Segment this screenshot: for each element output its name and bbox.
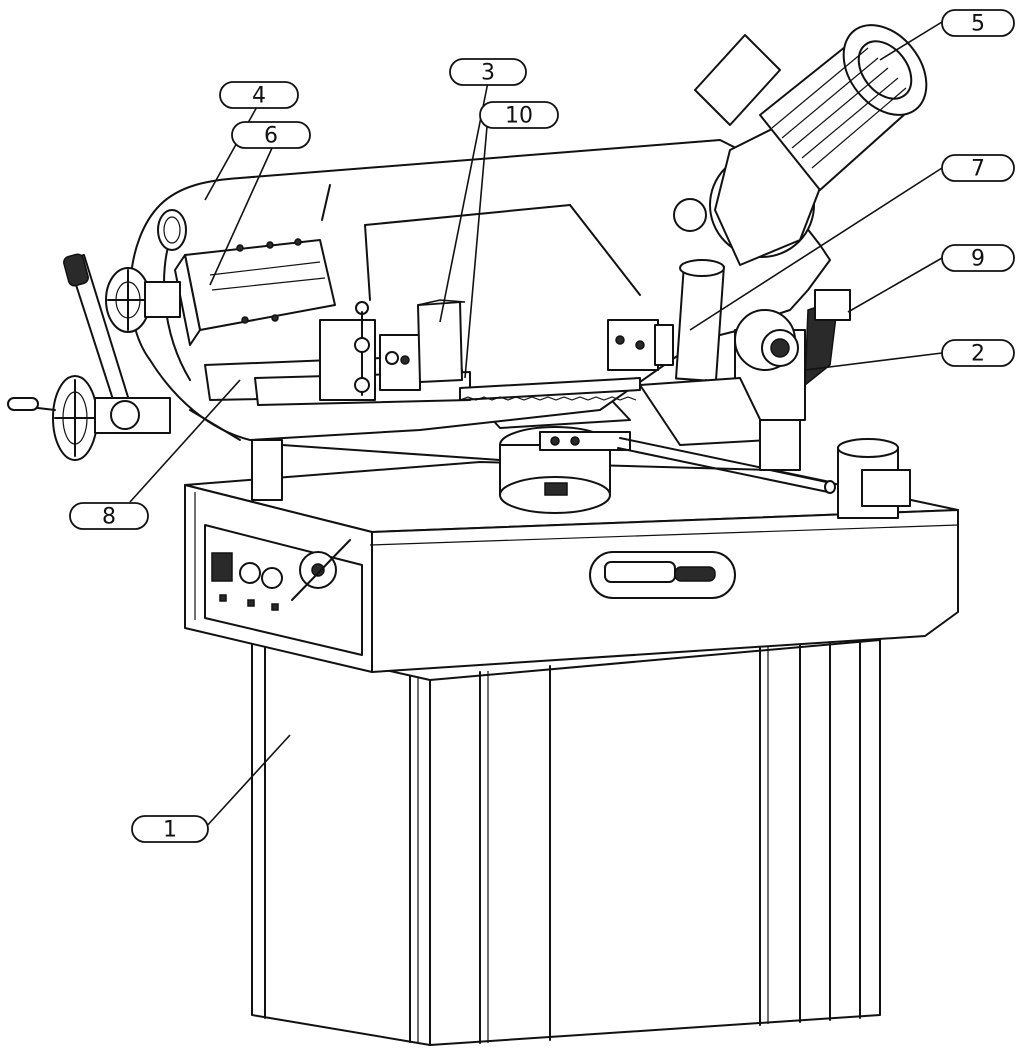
svg-text:1: 1 xyxy=(163,818,177,843)
leader-8 xyxy=(129,379,241,503)
leader-7 xyxy=(689,167,943,331)
svg-text:7: 7 xyxy=(971,157,985,182)
svg-text:3: 3 xyxy=(481,61,495,86)
leader-lines xyxy=(129,21,943,829)
callout-7: 7 xyxy=(941,154,1015,182)
leader-10 xyxy=(464,114,489,379)
callout-9: 9 xyxy=(941,244,1015,272)
saw-blade xyxy=(459,377,641,401)
guide-block xyxy=(319,301,421,401)
svg-text:9: 9 xyxy=(971,247,985,272)
callout-6: 6 xyxy=(231,121,311,149)
callout-2: 2 xyxy=(941,339,1015,367)
control-panel xyxy=(204,524,363,656)
pivot-assembly xyxy=(639,309,806,471)
callout-8: 8 xyxy=(69,502,149,530)
callout-10: 10 xyxy=(479,101,559,129)
callout-4: 4 xyxy=(219,81,299,109)
coolant-pump xyxy=(837,438,911,519)
svg-text:2: 2 xyxy=(971,342,985,367)
cabinet-base xyxy=(251,639,881,1046)
bow-pillars xyxy=(251,439,501,501)
tension-spring xyxy=(804,289,851,387)
callout-3: 3 xyxy=(449,58,527,86)
bow-handwheel xyxy=(105,267,181,333)
leader-4 xyxy=(204,104,259,201)
leader-2 xyxy=(804,352,943,371)
blade-guide-right xyxy=(607,319,674,371)
leader-6 xyxy=(209,147,273,286)
svg-text:8: 8 xyxy=(102,505,116,530)
motor xyxy=(694,24,928,191)
svg-text:4: 4 xyxy=(252,84,266,109)
leader-5 xyxy=(879,21,943,61)
callout-5: 5 xyxy=(941,9,1015,37)
blade-guide-left xyxy=(174,238,336,346)
leader-3 xyxy=(439,81,489,323)
vise-handwheel xyxy=(7,375,171,461)
svg-text:6: 6 xyxy=(264,124,278,149)
svg-text:10: 10 xyxy=(505,104,533,129)
leader-9 xyxy=(847,257,943,313)
feed-handle xyxy=(589,551,736,599)
callout-1: 1 xyxy=(131,815,209,843)
hydraulic-cylinder xyxy=(675,259,725,421)
leader-1 xyxy=(204,734,291,829)
svg-text:5: 5 xyxy=(971,12,985,37)
feed-rod xyxy=(617,437,836,494)
blade-guard xyxy=(417,299,466,383)
gauge xyxy=(157,209,187,251)
